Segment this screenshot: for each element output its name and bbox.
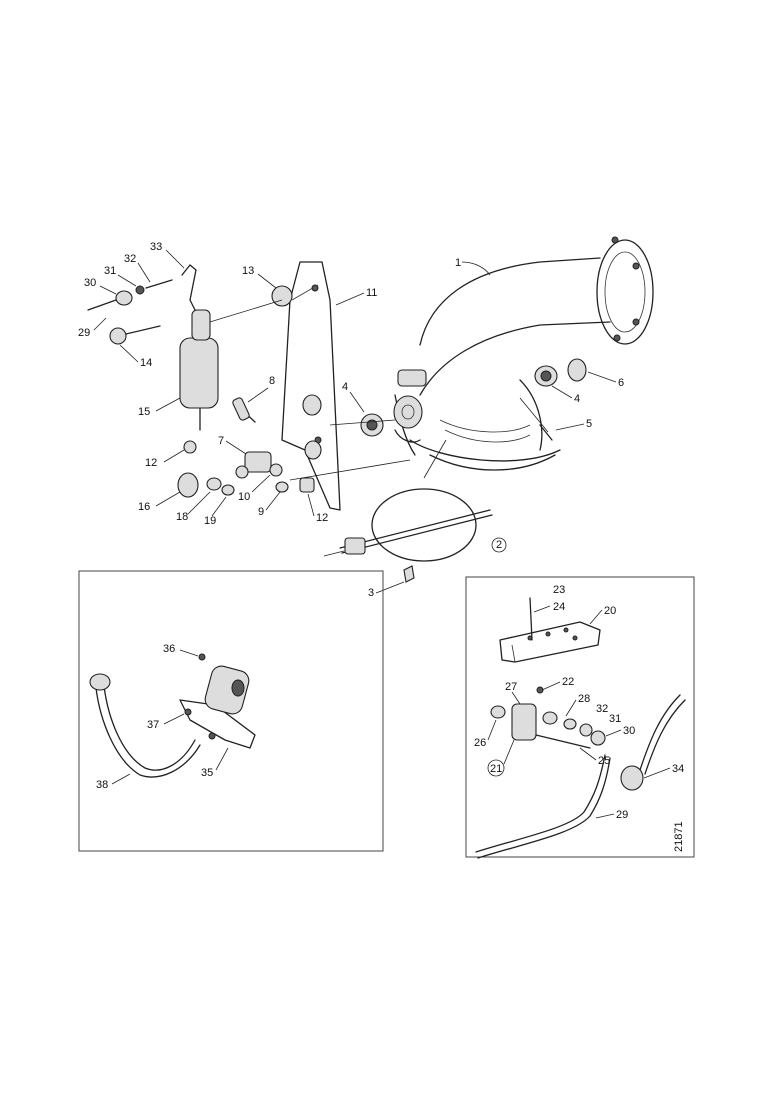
callout-14: 14 [140, 357, 152, 369]
callout-30b: 30 [623, 725, 635, 737]
callout-26: 26 [474, 737, 486, 749]
callout-6: 6 [618, 377, 624, 389]
callout-29: 29 [78, 327, 90, 339]
callout-31: 31 [104, 265, 116, 277]
callout-4b: 4 [574, 393, 580, 405]
actuator-cylinder-part [177, 264, 219, 498]
callout-2: 2 [496, 539, 502, 551]
callout-5: 5 [586, 418, 592, 430]
bush-part [519, 358, 587, 441]
axis-line [199, 299, 283, 326]
callout-8: 8 [269, 375, 275, 387]
callout-19: 19 [204, 515, 216, 527]
reference-number: 21871 [673, 821, 685, 852]
intake-elbow-part [393, 236, 654, 471]
inset-frame-left [78, 570, 384, 852]
bush-13-part [271, 285, 293, 307]
cable-bracket-part [89, 653, 256, 778]
axis-line [289, 459, 411, 481]
callout-31b: 31 [609, 713, 621, 725]
callout-12a: 12 [316, 512, 328, 524]
callout-23: 23 [553, 584, 565, 596]
callout-15: 15 [138, 406, 150, 418]
callout-22: 22 [562, 676, 574, 688]
callout-27: 27 [505, 681, 517, 693]
callout-32b: 32 [596, 703, 608, 715]
callout-1: 1 [455, 257, 461, 269]
support-bracket-part [499, 597, 601, 663]
bracket-plate-part [281, 261, 341, 511]
callout-34: 34 [672, 763, 684, 775]
butterfly-valve-part [323, 439, 493, 583]
axis-line [329, 419, 396, 426]
callout-16: 16 [138, 501, 150, 513]
callout-30: 30 [84, 277, 96, 289]
callout-37: 37 [147, 719, 159, 731]
callout-24: 24 [553, 601, 565, 613]
callout-38: 38 [96, 779, 108, 791]
lever-part [206, 397, 315, 496]
callout-10: 10 [238, 491, 250, 503]
callout-4a: 4 [342, 381, 348, 393]
callout-36: 36 [163, 643, 175, 655]
valve-body-part [490, 686, 606, 749]
callout-28: 28 [578, 693, 590, 705]
callout-13: 13 [242, 265, 254, 277]
control-cable-part [475, 694, 686, 859]
callout-11: 11 [366, 287, 377, 299]
callout-35: 35 [201, 767, 213, 779]
callout-12b: 12 [145, 457, 157, 469]
callout-25: 25 [598, 755, 610, 767]
callout-21: 21 [490, 763, 502, 775]
inset-frame-right [465, 576, 695, 858]
callout-32: 32 [124, 253, 136, 265]
callout-20: 20 [604, 605, 616, 617]
screw-part [87, 279, 173, 345]
callout-7: 7 [218, 435, 224, 447]
callout-29b: 29 [616, 809, 628, 821]
callout-18: 18 [176, 511, 188, 523]
callout-9: 9 [258, 506, 264, 518]
callout-3: 3 [368, 587, 374, 599]
bush-4-part [360, 413, 384, 437]
callout-33: 33 [150, 241, 162, 253]
